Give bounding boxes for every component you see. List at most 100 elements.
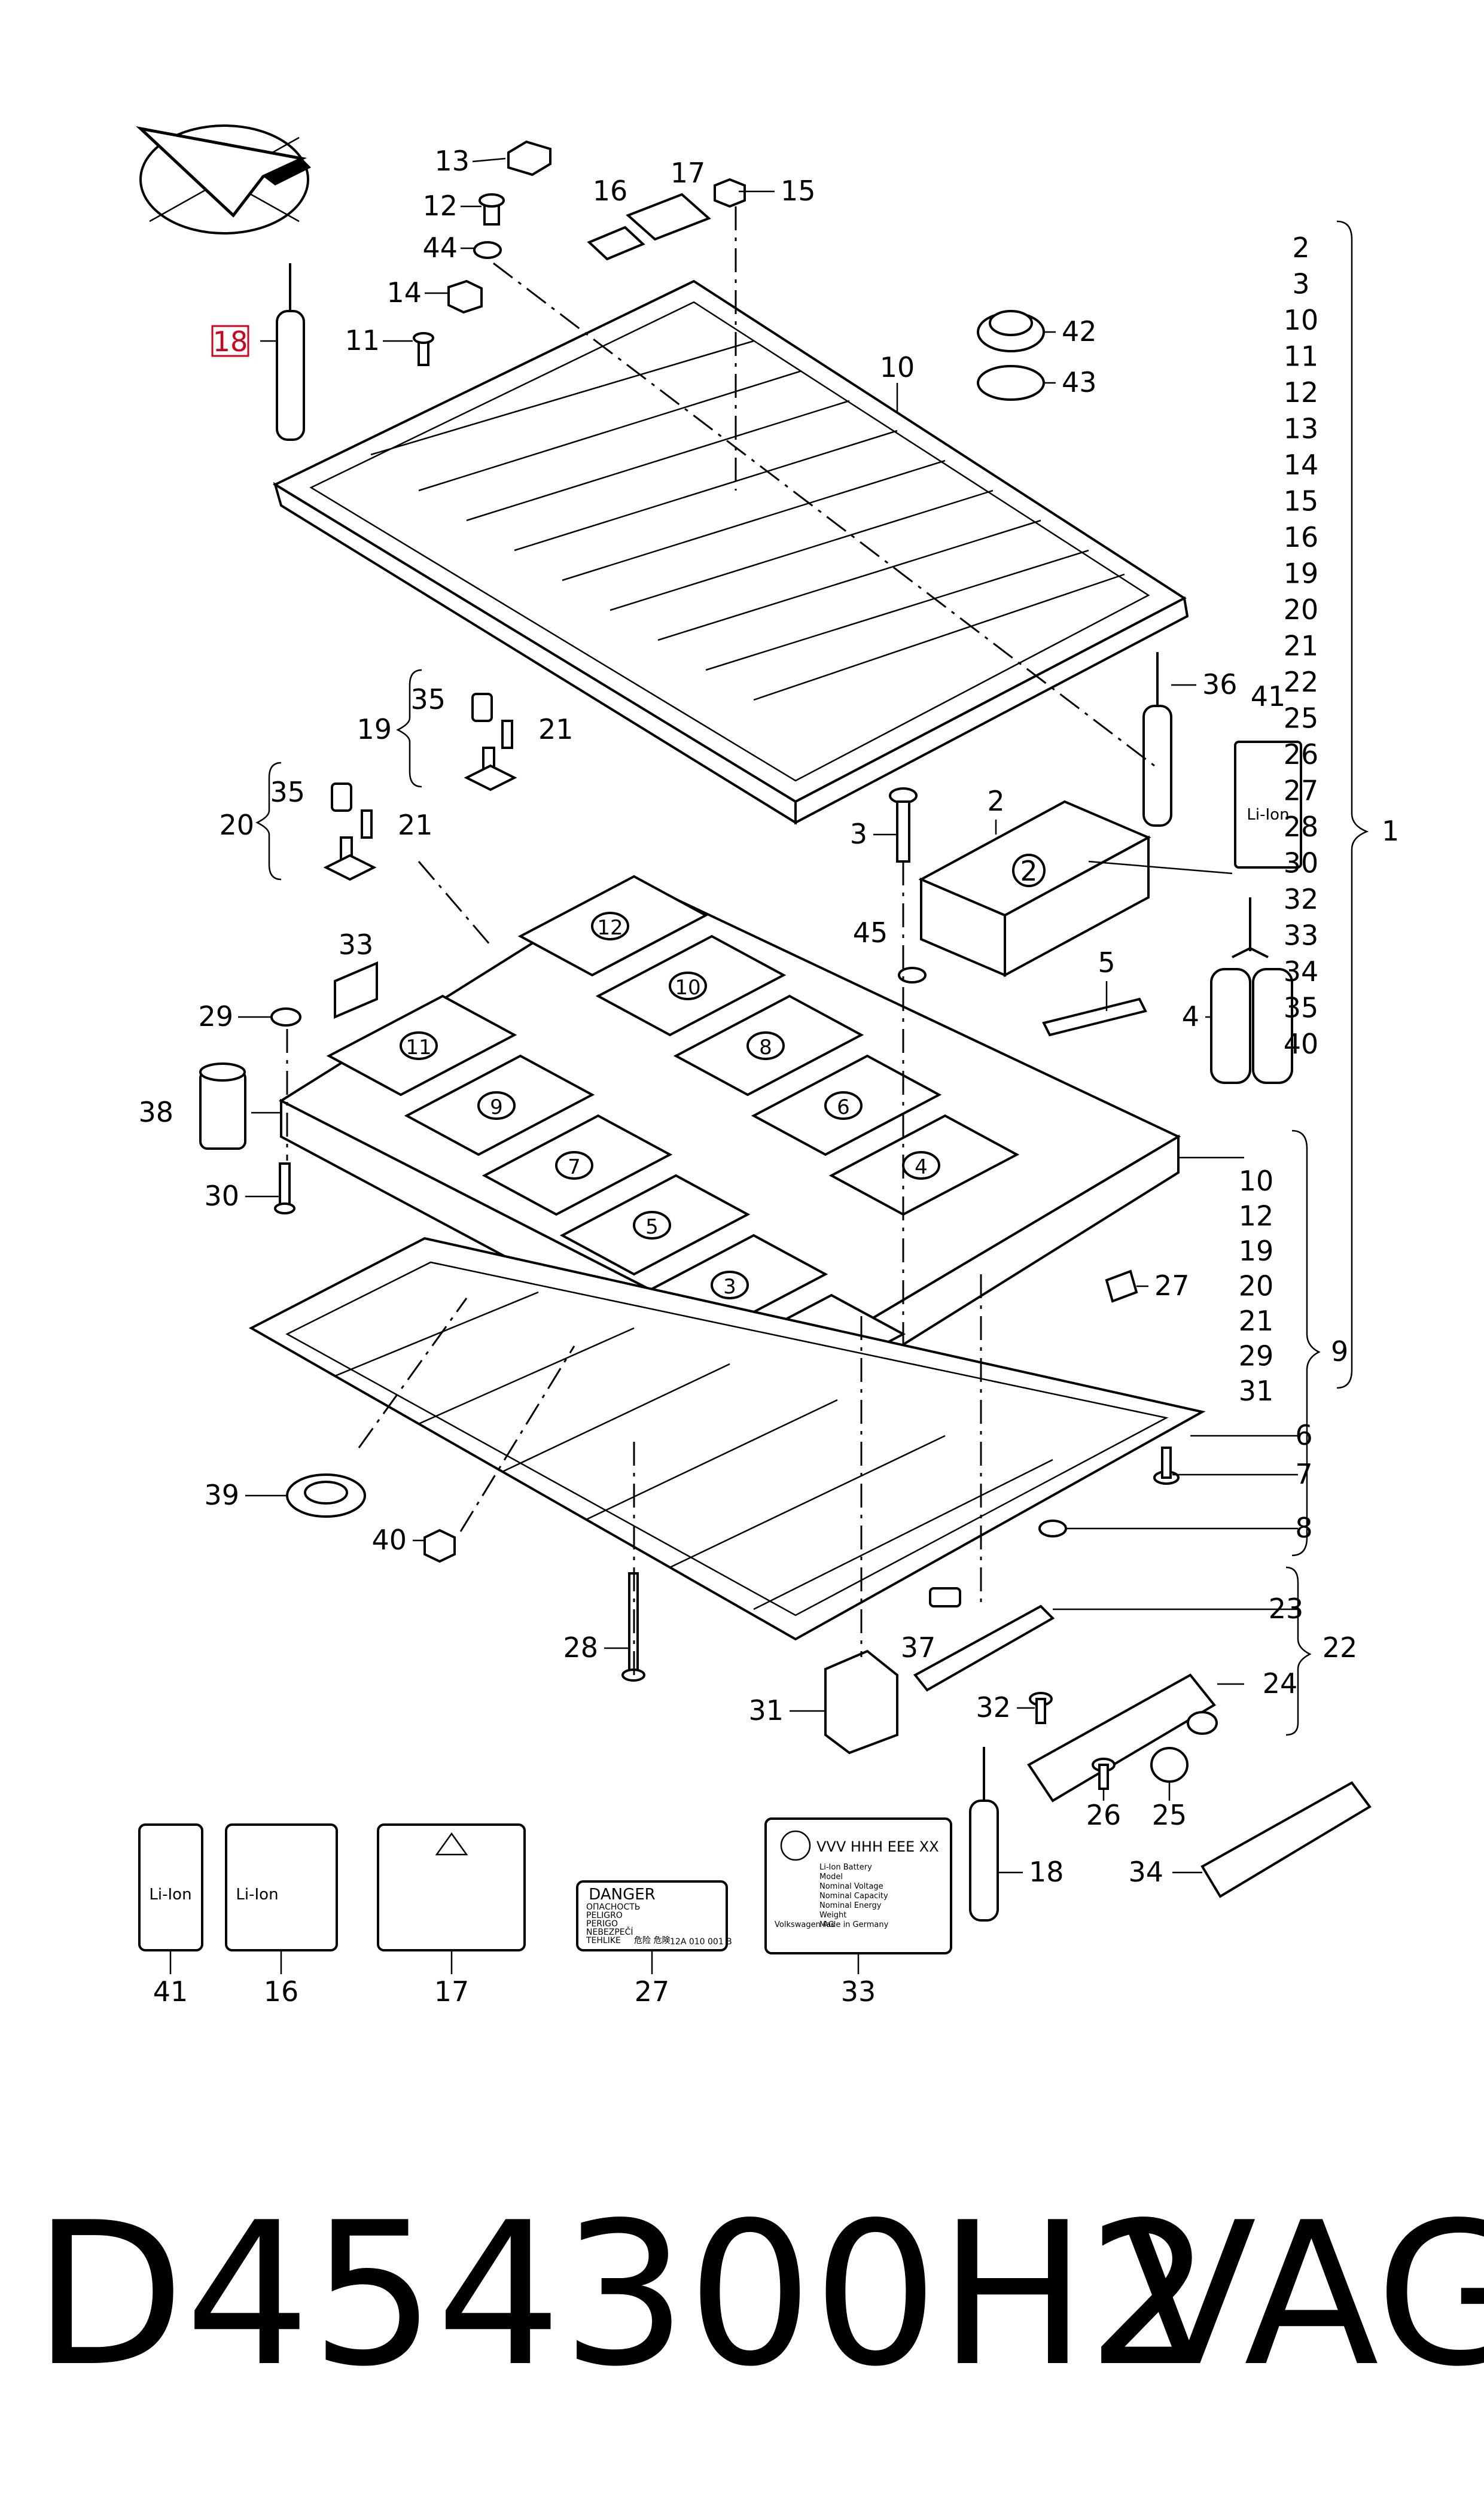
label-27-small	[1105, 1269, 1138, 1303]
group-item: 12	[1284, 376, 1319, 409]
module-number: 7	[568, 1155, 581, 1179]
module-number-circle	[591, 912, 629, 940]
callout-26: 26	[1086, 1799, 1122, 1831]
fitting-group-20	[323, 783, 377, 881]
callout-25: 25	[1152, 1799, 1187, 1831]
callout-34: 34	[1128, 1856, 1163, 1888]
callout-11: 11	[345, 324, 380, 357]
group-item: 11	[1284, 340, 1319, 373]
svg-text:Nominal Voltage: Nominal Voltage	[819, 1882, 883, 1891]
module-number-circle	[746, 1031, 785, 1060]
group-1-item-list: 2310111213141516192021222526272830323334…	[1284, 232, 1319, 1060]
callout-labels: 13 12 44 14 11 16 17 15 18 10 42 43 36 4…	[138, 145, 1399, 1888]
svg-text:ОПАСНОСТЬ: ОПАСНОСТЬ	[586, 1902, 640, 1912]
module-number-circle	[555, 1151, 593, 1180]
brand-name: VAG	[1122, 2180, 1484, 2410]
group-item: 29	[1239, 1340, 1274, 1372]
callout-9: 9	[1331, 1335, 1348, 1368]
callout-6: 6	[1295, 1419, 1312, 1451]
svg-text:16: 16	[264, 1975, 299, 2008]
callout-37: 37	[901, 1631, 936, 1664]
callout-31: 31	[748, 1694, 784, 1727]
module-number: 4	[915, 1155, 928, 1179]
callout-41-top: 41	[1251, 680, 1286, 713]
callout-39: 39	[204, 1479, 239, 1511]
module-number: 3	[723, 1275, 736, 1299]
callout-1: 1	[1382, 815, 1399, 847]
svg-text:Li-Ion: Li-Ion	[149, 1886, 191, 1904]
module-number-circle	[400, 1031, 438, 1060]
group-item: 12	[1239, 1200, 1274, 1232]
label-27-danger: DANGER ОПАСНОСТЬ PELIGRO PERIGO NEBEZPEČ…	[576, 1880, 732, 1951]
battery-top-cover	[272, 279, 1189, 825]
group-item: 10	[1284, 304, 1319, 336]
leader-lines	[169, 157, 1298, 1974]
svg-text:Made in Germany: Made in Germany	[819, 1920, 889, 1929]
group-item: 35	[1284, 992, 1319, 1024]
svg-text:Nominal Capacity: Nominal Capacity	[819, 1892, 888, 1901]
callout-20: 20	[219, 809, 254, 841]
group-brackets	[255, 220, 1369, 1736]
svg-text:危险 危険: 危险 危険	[634, 1936, 670, 1945]
svg-text:27: 27	[635, 1975, 670, 2008]
callout-8: 8	[1295, 1512, 1312, 1544]
module-number-circle	[669, 972, 707, 1000]
group-item: 16	[1284, 521, 1319, 553]
part-code: D454300H2	[33, 2180, 1212, 2410]
group-item: 14	[1284, 449, 1319, 481]
group-item: 2	[1292, 232, 1309, 264]
group-item: 3	[1292, 268, 1309, 300]
module-number: 12	[597, 916, 623, 940]
svg-text:Nominal Energy: Nominal Energy	[819, 1901, 882, 1910]
svg-text:PERIGO: PERIGO	[586, 1919, 618, 1929]
callout-2: 2	[987, 785, 1004, 817]
group-item: 15	[1284, 485, 1319, 517]
sealant-tube-36	[1142, 652, 1172, 827]
svg-text:Volkswagen AG: Volkswagen AG	[775, 1920, 834, 1929]
callout-35a: 35	[410, 683, 446, 715]
cap-24	[1187, 1711, 1218, 1735]
group-item: 26	[1284, 738, 1319, 771]
screw-26	[1092, 1758, 1116, 1790]
service-connector-22	[1027, 1673, 1216, 1803]
callout-43: 43	[1062, 366, 1097, 398]
bolt-32	[1029, 1692, 1053, 1724]
callout-12: 12	[422, 190, 458, 222]
module-34	[1200, 1781, 1372, 1898]
bolt-30	[274, 1162, 295, 1214]
grommet-39	[286, 1473, 366, 1518]
label-16: Li-Ion	[225, 1823, 338, 1951]
module-number: 8	[759, 1036, 772, 1059]
group-item: 22	[1284, 666, 1319, 698]
cap-25	[1150, 1747, 1189, 1783]
callout-14: 14	[386, 276, 422, 309]
svg-text:Li-Ion: Li-Ion	[1247, 806, 1289, 824]
svg-text:Li-Ion Battery: Li-Ion Battery	[819, 1863, 872, 1872]
module-number: 6	[837, 1095, 850, 1119]
callout-21a: 21	[538, 713, 574, 745]
bolt-3	[889, 787, 918, 863]
twin-cartridge-4	[1210, 897, 1293, 1084]
callout-18-bottom: 18	[1029, 1856, 1064, 1888]
module-number-circle	[633, 1211, 671, 1240]
callout-16: 16	[593, 175, 628, 207]
gasket-23	[913, 1604, 1055, 1692]
svg-text:Model: Model	[819, 1872, 843, 1881]
callout-35b: 35	[270, 776, 305, 808]
bracket-31	[824, 1649, 898, 1755]
module-number: 10	[675, 976, 700, 1000]
battery-module-2: 2	[918, 800, 1151, 978]
plug-8	[1038, 1520, 1067, 1537]
svg-text:DANGER: DANGER	[589, 1886, 655, 1904]
svg-text:12A 010 001 B: 12A 010 001 B	[670, 1937, 732, 1947]
group-item: 25	[1284, 702, 1319, 735]
module-number-circle	[477, 1091, 516, 1120]
battery-modules: 12108641197531	[326, 875, 1020, 1396]
direction-arrow-icon	[136, 124, 311, 235]
group-item: 40	[1284, 1028, 1319, 1060]
svg-text:NEBEZPEČÍ: NEBEZPEČÍ	[586, 1926, 633, 1937]
callout-32: 32	[976, 1691, 1011, 1724]
callout-40: 40	[371, 1524, 407, 1556]
callout-27-top: 27	[1154, 1269, 1190, 1302]
